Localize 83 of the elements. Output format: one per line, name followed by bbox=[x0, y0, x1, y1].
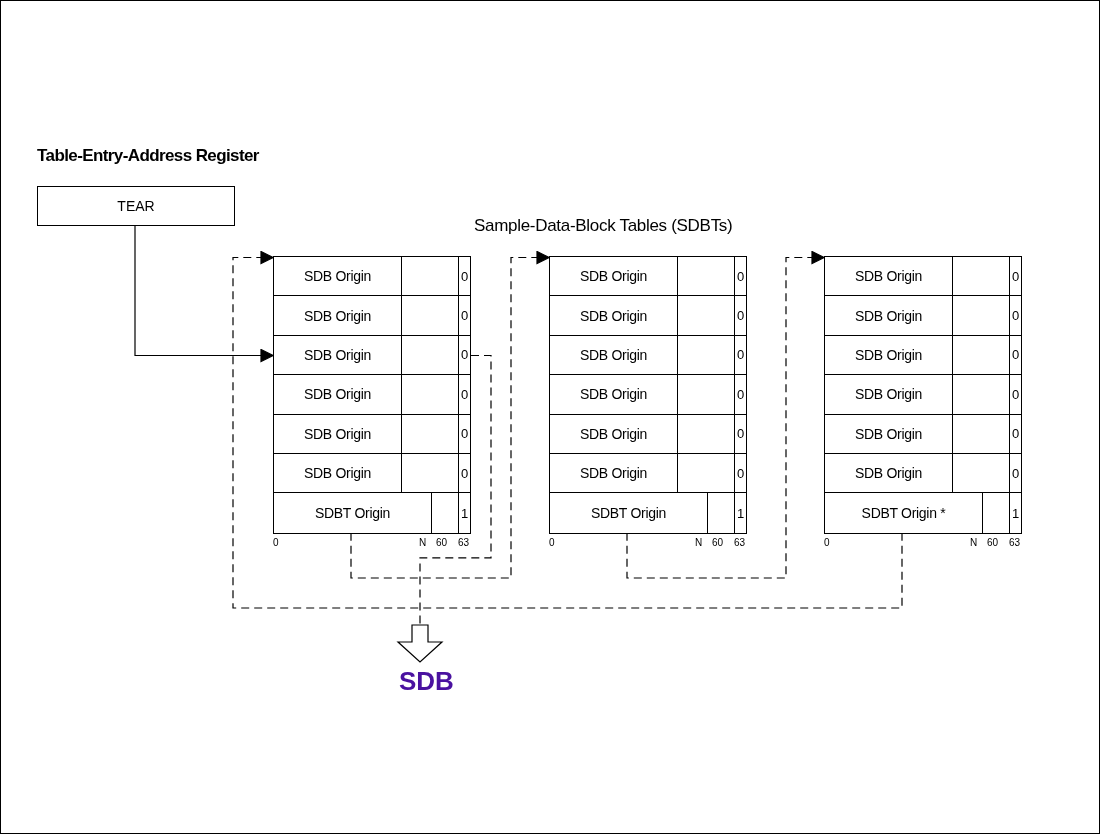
field-label: SDB Origin bbox=[550, 454, 678, 493]
bit-position-label: 60 bbox=[436, 536, 448, 548]
bit-value: 0 bbox=[1009, 414, 1021, 453]
field-label: SDB Origin bbox=[550, 375, 678, 414]
field-label: SDB Origin bbox=[274, 414, 402, 453]
field-label: SDB Origin bbox=[274, 454, 402, 493]
table-row bbox=[274, 454, 470, 494]
field-label: SDB Origin bbox=[825, 375, 953, 414]
bit-position-label: N bbox=[970, 536, 978, 548]
bit-position-label: 60 bbox=[987, 536, 999, 548]
field-label: SDBT Origin * bbox=[825, 493, 983, 533]
bit-value: 0 bbox=[1009, 335, 1021, 375]
bit-value: 1 bbox=[458, 493, 470, 533]
field-label: SDB Origin bbox=[274, 257, 402, 296]
table-frame bbox=[273, 256, 471, 534]
group-heading: Sample-Data-Block Tables (SDBTs) bbox=[474, 216, 733, 236]
field-label: SDB Origin bbox=[825, 296, 953, 335]
table-row bbox=[274, 335, 470, 376]
bit-position-label: 0 bbox=[273, 536, 279, 548]
bit-position-label: 60 bbox=[712, 536, 724, 548]
bit-position-label: 63 bbox=[734, 536, 746, 548]
bit-position-label: 0 bbox=[549, 536, 555, 548]
field-label: SDB Origin bbox=[274, 375, 402, 414]
register-box: TEAR bbox=[37, 186, 235, 226]
field-label: SDBT Origin bbox=[274, 493, 432, 533]
bit-value: 0 bbox=[734, 335, 746, 375]
table-row bbox=[825, 296, 1021, 336]
bit-value: 1 bbox=[734, 493, 746, 533]
bit-position-label: N bbox=[419, 536, 427, 548]
table-row bbox=[550, 257, 746, 297]
field-label: SDB Origin bbox=[825, 257, 953, 296]
arrow bbox=[134, 224, 274, 363]
table-row bbox=[550, 335, 746, 376]
bit-position-label: 0 bbox=[824, 536, 830, 548]
bit-value: 0 bbox=[1009, 257, 1021, 296]
arrow bbox=[626, 250, 825, 579]
bit-value: 0 bbox=[734, 296, 746, 335]
table-row bbox=[825, 414, 1021, 454]
bit-value: 0 bbox=[734, 454, 746, 493]
field-label: SDB Origin bbox=[825, 454, 953, 493]
table-row bbox=[274, 296, 470, 336]
field-label: SDB Origin bbox=[550, 335, 678, 375]
table-row bbox=[550, 414, 746, 454]
bit-value: 1 bbox=[1009, 493, 1021, 533]
arrow bbox=[232, 250, 903, 609]
table-row bbox=[550, 375, 746, 415]
table-row bbox=[274, 414, 470, 454]
field-label: SDB Origin bbox=[550, 414, 678, 453]
target-label: SDB bbox=[399, 666, 454, 697]
bit-value: 0 bbox=[1009, 375, 1021, 414]
bit-position-label: 63 bbox=[1009, 536, 1021, 548]
table-row bbox=[274, 257, 470, 297]
field-label: SDB Origin bbox=[825, 414, 953, 453]
bit-value: 0 bbox=[458, 335, 470, 375]
bit-value: 0 bbox=[1009, 454, 1021, 493]
table-row bbox=[274, 375, 470, 415]
field-label: SDB Origin bbox=[274, 335, 402, 375]
bit-position-label: N bbox=[695, 536, 703, 548]
table-row bbox=[550, 454, 746, 494]
table-row bbox=[825, 257, 1021, 297]
table-frame bbox=[549, 256, 747, 534]
table-row bbox=[825, 335, 1021, 376]
arrow bbox=[350, 250, 550, 579]
register-heading: Table-Entry-Address Register bbox=[37, 146, 259, 166]
bit-value: 0 bbox=[1009, 296, 1021, 335]
table-row bbox=[825, 375, 1021, 415]
field-label: SDBT Origin bbox=[550, 493, 708, 533]
bit-value: 0 bbox=[734, 375, 746, 414]
bit-value: 0 bbox=[734, 414, 746, 453]
bit-value: 0 bbox=[458, 414, 470, 453]
field-label: SDB Origin bbox=[550, 296, 678, 335]
field-label: SDB Origin bbox=[550, 257, 678, 296]
bit-value: 0 bbox=[458, 375, 470, 414]
table-row bbox=[825, 454, 1021, 494]
table-frame bbox=[824, 256, 1022, 534]
field-label: SDB Origin bbox=[825, 335, 953, 375]
field-label: SDB Origin bbox=[274, 296, 402, 335]
bit-value: 0 bbox=[458, 296, 470, 335]
bit-position-label: 63 bbox=[458, 536, 470, 548]
bit-value: 0 bbox=[458, 257, 470, 296]
table-row bbox=[550, 296, 746, 336]
bit-value: 0 bbox=[734, 257, 746, 296]
bit-value: 0 bbox=[458, 454, 470, 493]
